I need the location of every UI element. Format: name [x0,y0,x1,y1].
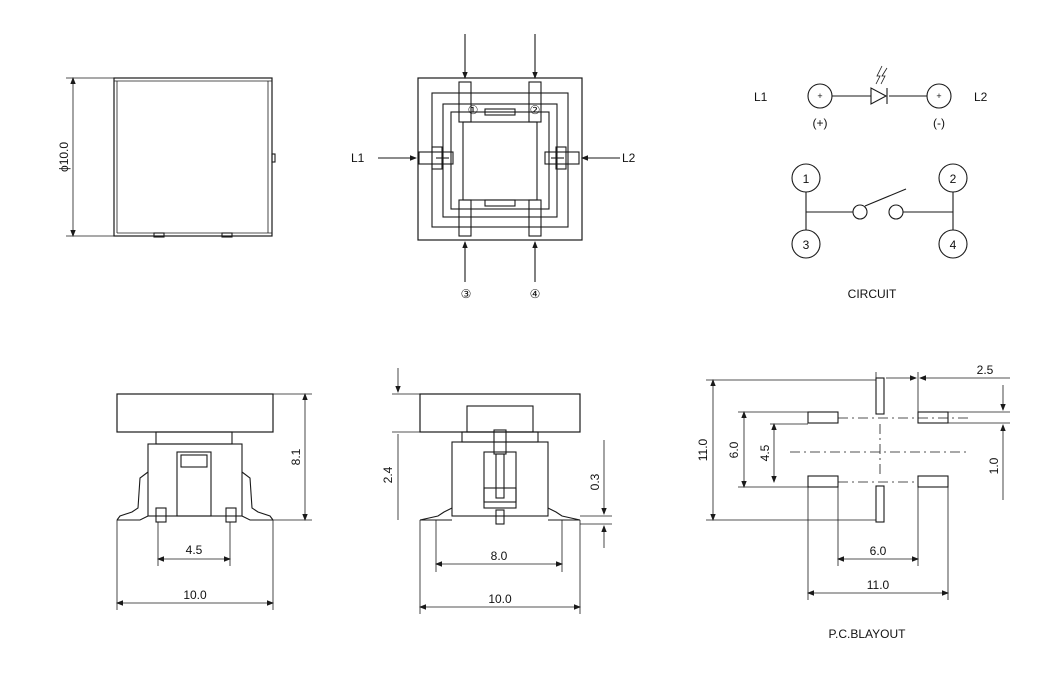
pin-1-marker: ① [468,103,479,117]
pcb-pad-led-left [807,411,839,424]
pcb-pad-bottom-right [917,475,949,488]
led-minus-caption: (-) [933,116,945,130]
pcb-overall-width-label: 11.0 [867,578,890,592]
pcb-pad-width-label: 2.5 [977,363,994,377]
led-plus-caption: (+) [813,116,828,130]
pin-2-marker: ② [530,103,541,117]
switch-node-1-label: 1 [803,172,810,186]
pcb-layout-caption: P.C.BLAYOUT [829,627,907,641]
switch-node-4-label: 4 [950,238,957,252]
led-emission-icon [875,65,883,85]
switch-node-2-label: 2 [950,172,957,186]
led-schematic: L1 L2 + + (+) (-) [754,65,988,130]
switch-contact-left [852,204,868,220]
pin-3-marker: ③ [461,287,472,301]
switch-node-3-label: 3 [803,238,810,252]
side-overall-width-label: 10.0 [488,592,512,606]
pin-view: L1 L2 ① ② ③ ④ [351,34,636,301]
pcb-pad-bottom-left [807,475,839,488]
switch-schematic: 1 2 3 4 CIRCUIT [791,163,968,301]
pcb-layout: 11.0 6.0 4.5 2.5 1.0 6.0 11.0 P.C.BLAYOU… [696,363,1010,641]
pcb-inner-height-label: 6.0 [727,441,741,458]
led-l2-label: L2 [974,90,988,104]
top-view: ϕ10.0 [57,77,276,238]
front-view-cap [116,393,274,433]
led-minus-symbol: + [936,91,941,101]
diameter-label: ϕ10.0 [57,142,71,172]
pcb-inner-width-label: 6.0 [870,544,887,558]
front-view: 8.1 4.5 10.0 [116,393,312,610]
side-view: 2.4 0.3 8.0 10.0 [381,368,612,614]
top-view-body [113,77,273,237]
pcb-overall-height-label: 11.0 [696,438,710,461]
pin-4-marker: ④ [530,287,541,301]
side-cap-height-label: 2.4 [381,466,395,483]
pcb-pitch-vertical-label: 4.5 [758,444,772,461]
led-plus-symbol: + [817,91,822,101]
pin-view-housing [417,77,583,241]
side-body-width-label: 8.0 [491,549,508,563]
side-lead-offset-label: 0.3 [588,473,602,490]
circuit-caption: CIRCUIT [848,287,897,301]
switch-lever-icon [864,188,907,207]
pin-view-l1-label: L1 [351,151,365,165]
pcb-pad-top-right [917,411,949,424]
pcb-pad-bottom-center [875,485,885,523]
pin-view-l2-label: L2 [622,151,636,165]
pcb-pad-top-left [875,377,885,415]
led-l1-label: L1 [754,90,768,104]
front-width-label: 10.0 [183,588,207,602]
front-pitch-label: 4.5 [186,543,203,557]
pcb-pad-height-label: 1.0 [987,457,1001,474]
side-view-body [451,441,549,517]
front-height-label: 8.1 [289,448,303,465]
switch-contact-right [888,204,904,220]
led-diode-icon [870,87,888,105]
side-view-cap [419,393,581,433]
